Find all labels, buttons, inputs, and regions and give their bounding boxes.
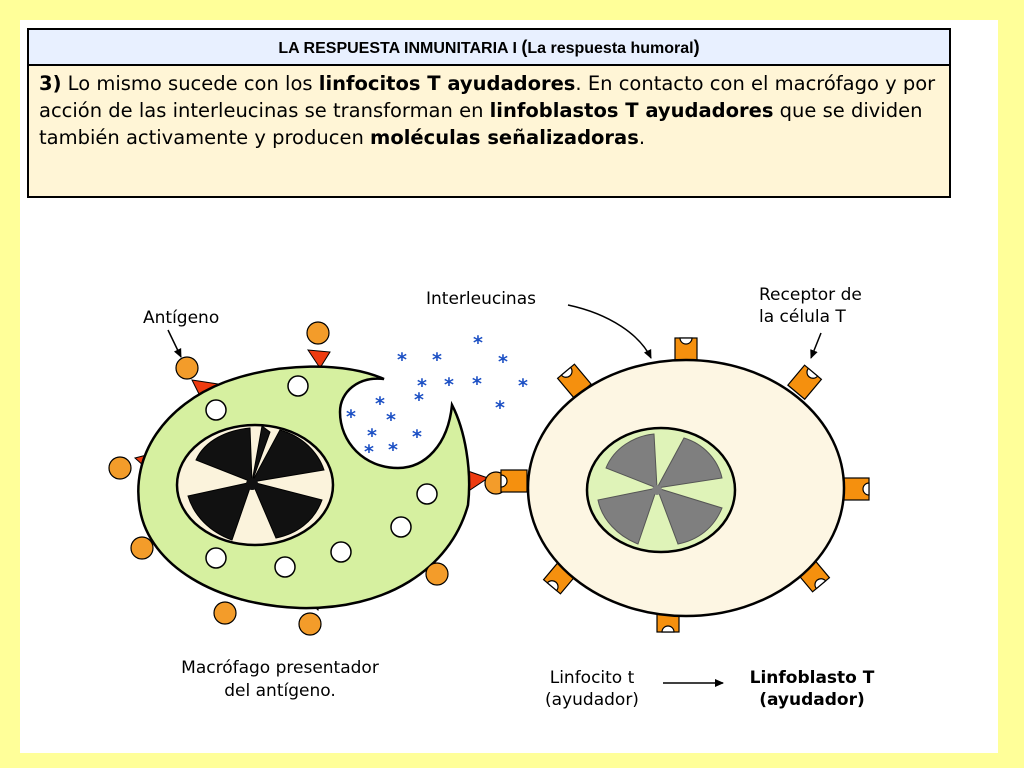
term-helper-lymphocytes: linfocitos T ayudadores <box>318 72 576 95</box>
label-lymphocyte-line1: Linfocito t <box>550 668 635 688</box>
svg-text:*: * <box>397 349 407 371</box>
svg-text:*: * <box>346 406 356 428</box>
arrow-interleukins <box>567 304 652 359</box>
step-number: 3) <box>39 72 62 95</box>
label-interleukins: Interleucinas <box>426 289 536 309</box>
description-text-3: que se dividen también activamente y pro… <box>39 99 923 149</box>
arrow-receptor <box>810 332 822 359</box>
t-lymphocyte-nucleus <box>585 426 737 554</box>
svg-text:*: * <box>367 425 377 447</box>
macrophage-nucleus <box>175 423 335 547</box>
description-text-1: Lo mismo sucede con los <box>61 72 319 95</box>
svg-text:*: * <box>518 375 528 397</box>
label-macrophage-line1: Macrófago presentador <box>181 658 379 678</box>
svg-text:*: * <box>386 409 396 431</box>
description-text-2: . En contacto con el macrófago y por acc… <box>39 72 936 122</box>
svg-text:*: * <box>472 373 482 395</box>
macrophage-cell <box>108 321 508 636</box>
interleukin-molecules: * * * * * * * * * * * * * * * * * <box>346 332 528 463</box>
svg-text:*: * <box>473 332 483 354</box>
term-helper-lymphoblasts: linfoblastos T ayudadores <box>489 99 774 122</box>
svg-text:*: * <box>414 389 424 411</box>
label-lymphocyte-line2: (ayudador) <box>545 690 639 710</box>
label-lymphoblast-line1: Linfoblasto T <box>750 668 875 688</box>
svg-text:*: * <box>495 397 505 419</box>
svg-text:*: * <box>432 349 442 371</box>
arrow-antigen <box>167 329 182 358</box>
description-paragraph: 3) Lo mismo sucede con los linfocitos T … <box>29 66 949 151</box>
label-antigen: Antígeno <box>143 308 219 328</box>
label-lymphoblast-line2: (ayudador) <box>759 690 865 710</box>
term-signal-molecules: moléculas señalizadoras <box>370 126 639 149</box>
description-text-4: . <box>638 126 646 149</box>
svg-text:*: * <box>412 426 422 448</box>
label-receptor-line2: la célula T <box>759 307 846 327</box>
svg-text:*: * <box>417 375 427 397</box>
svg-text:*: * <box>375 393 385 415</box>
svg-text:*: * <box>388 439 398 461</box>
svg-text:*: * <box>444 374 454 396</box>
title-subtitle: La respuesta humoral <box>527 40 694 57</box>
title-paren-close: ) <box>693 37 700 57</box>
t-lymphocyte-cell <box>500 337 870 633</box>
svg-text:*: * <box>498 351 508 373</box>
info-box: LA RESPUESTA INMUNITARIA I (La respuesta… <box>27 28 951 198</box>
svg-text:*: * <box>364 441 374 463</box>
title-main: LA RESPUESTA INMUNITARIA I <box>278 40 522 57</box>
vacuoles <box>205 375 438 578</box>
label-macrophage-line2: del antígeno. <box>224 681 336 701</box>
label-receptor-line1: Receptor de <box>759 285 862 305</box>
title-paren-open: ( <box>521 37 528 57</box>
slide-title: LA RESPUESTA INMUNITARIA I (La respuesta… <box>29 30 949 66</box>
